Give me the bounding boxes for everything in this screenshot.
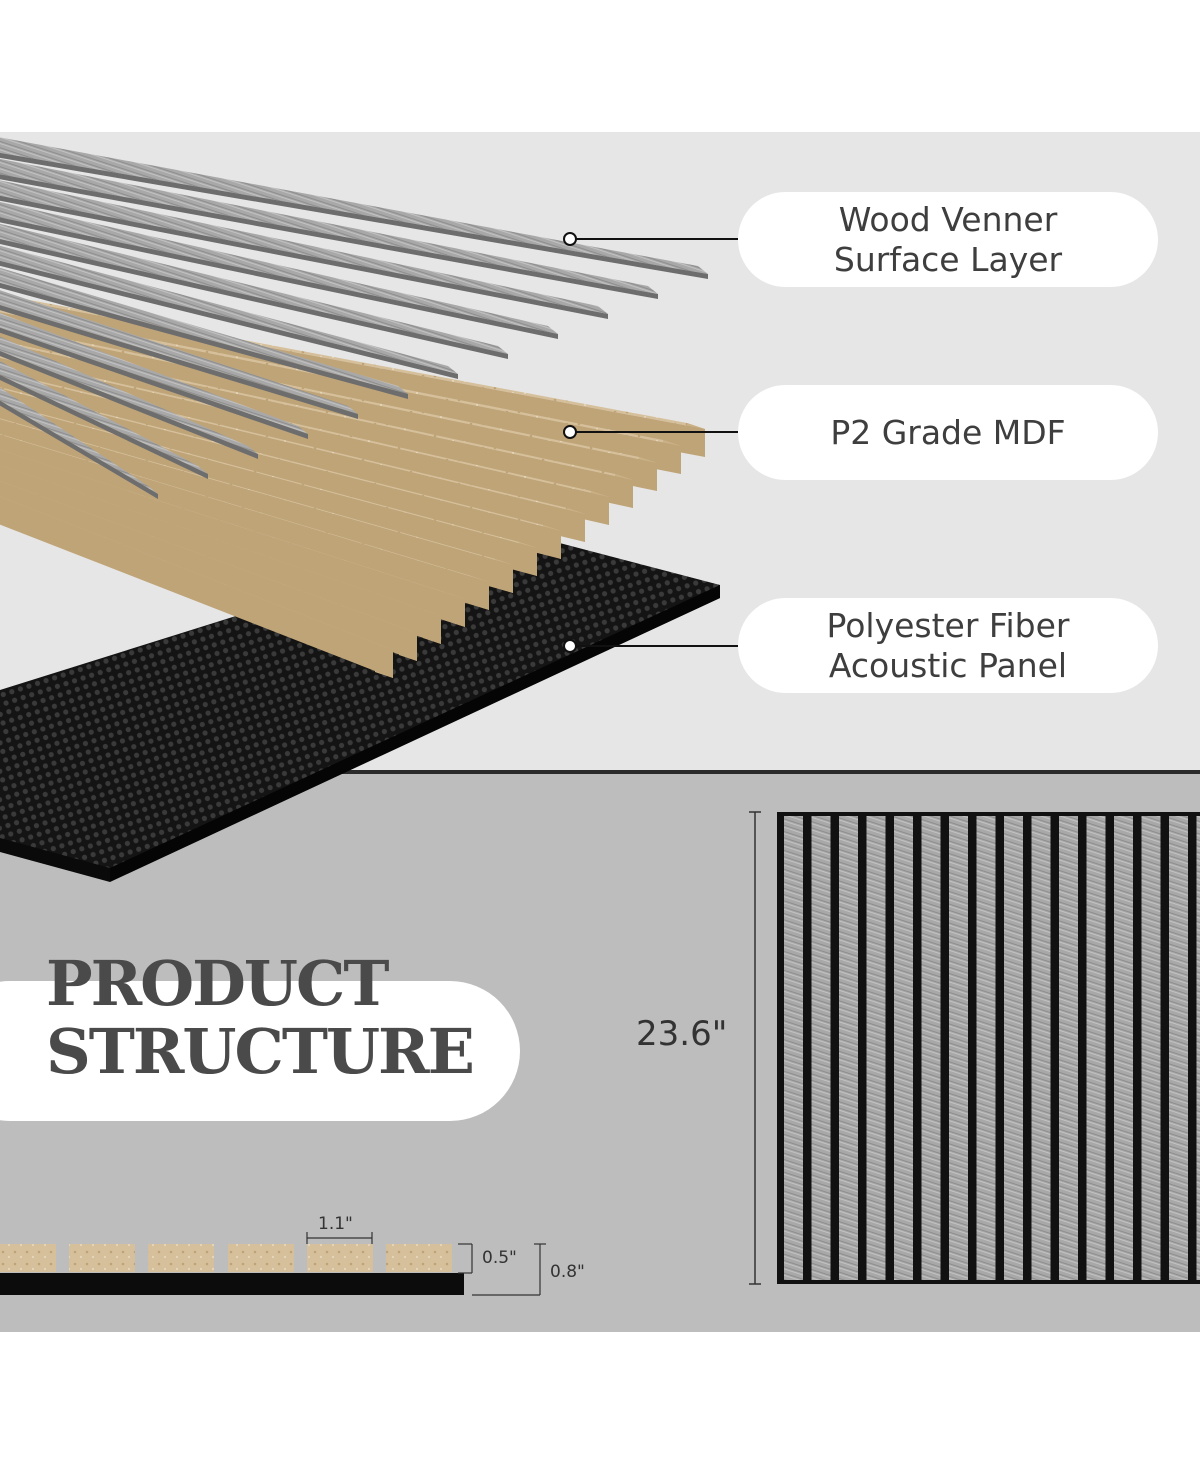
label-surface-layer: Wood Venner Surface Layer [738, 192, 1158, 287]
mdf-slat-side [0, 481, 417, 661]
veneer-slat-top [0, 290, 358, 414]
front-panel-slat [976, 816, 996, 1280]
mdf-slats-layer [0, 294, 705, 678]
front-panel-slat [1059, 816, 1078, 1280]
veneer-surface-layer [0, 137, 708, 499]
veneer-slat-edge [0, 260, 458, 379]
veneer-slat-edge [0, 282, 408, 399]
front-panel-slat [811, 816, 831, 1280]
veneer-slat-edge [0, 174, 658, 299]
page-title: PRODUCT STRUCTURE [46, 947, 475, 1088]
label-acoustic-line1: Polyester Fiber [826, 605, 1070, 645]
front-panel-slat [1196, 816, 1200, 1280]
total-thickness-label: 0.8" [550, 1262, 585, 1282]
label-surface-line2: Surface Layer [833, 239, 1063, 279]
leader-dot-surface [563, 232, 577, 246]
mdf-slat-side [0, 434, 489, 610]
veneer-slat-top [0, 336, 258, 454]
veneer-slat-edge [0, 217, 558, 339]
front-panel-slat [894, 816, 913, 1280]
cross-section-felt [0, 1273, 464, 1295]
acoustic-felt-panel [0, 530, 720, 882]
cross-section-slat [0, 1244, 56, 1272]
front-panel-slat [839, 816, 858, 1280]
title-line1: PRODUCT [46, 947, 389, 1020]
leader-lines [570, 238, 738, 647]
mdf-slat-top [0, 449, 465, 599]
front-panel-slats [784, 816, 1200, 1280]
mdf-slat-side [0, 450, 465, 627]
label-mdf-line1: P2 Grade MDF [830, 412, 1066, 452]
section-divider [0, 770, 1200, 774]
veneer-slat-top [0, 223, 508, 354]
cross-section-slat [148, 1244, 214, 1272]
front-panel-slat [1169, 816, 1188, 1280]
veneer-slat-edge [0, 350, 258, 459]
veneer-slat-top [0, 245, 458, 374]
title-background-pill [0, 981, 520, 1121]
front-panel-slat [784, 816, 803, 1280]
label-mdf-layer: P2 Grade MDF [738, 385, 1158, 480]
cross-section-slats [0, 1244, 452, 1272]
cross-section-view [0, 1232, 546, 1296]
front-panel-slat [949, 816, 968, 1280]
veneer-slat-edge [0, 239, 508, 359]
front-panel-slat [1141, 816, 1161, 1280]
label-acoustic-line2: Acoustic Panel [828, 645, 1068, 685]
mdf-slat-top [0, 356, 609, 497]
cross-section-slat [228, 1244, 294, 1272]
front-panel-slat [1031, 816, 1051, 1280]
cross-section-slat [69, 1244, 135, 1272]
veneer-slat-top [0, 137, 708, 274]
title-line2: STRUCTURE [46, 1015, 475, 1088]
cross-section-slat [386, 1244, 452, 1272]
veneer-slat-top [0, 267, 408, 394]
mdf-slat-side [0, 465, 441, 644]
veneer-slat-edge [0, 400, 158, 499]
veneer-slat-top [0, 180, 608, 314]
veneer-slat-edge [0, 195, 608, 319]
mdf-slat-side [0, 496, 393, 678]
front-panel-slat [921, 816, 941, 1280]
cross-section-slat [307, 1244, 373, 1272]
veneer-slat-top [0, 387, 158, 494]
veneer-slat-edge [0, 305, 358, 419]
leader-dot-acoustic [563, 639, 577, 653]
mdf-slat-top [0, 387, 561, 531]
leader-dot-mdf [563, 425, 577, 439]
mdf-slat-top [0, 418, 513, 565]
veneer-slat-edge [0, 152, 708, 279]
slat-thickness-label: 0.5" [482, 1248, 517, 1268]
slat-width-label: 1.1" [318, 1214, 353, 1234]
front-panel-view [749, 811, 1200, 1285]
veneer-slat-top [0, 361, 208, 474]
front-panel-slat [1086, 816, 1106, 1280]
mdf-slat-side [0, 419, 513, 593]
label-acoustic-layer: Polyester Fiber Acoustic Panel [738, 598, 1158, 693]
veneer-slat-edge [0, 375, 208, 479]
front-panel-slat [866, 816, 886, 1280]
veneer-slat-edge [0, 327, 308, 439]
front-panel-slat [1114, 816, 1133, 1280]
label-surface-line1: Wood Venner [838, 199, 1058, 239]
veneer-slat-top [0, 313, 308, 434]
veneer-slat-top [0, 202, 558, 334]
height-dimension-label: 23.6" [636, 1014, 728, 1054]
veneer-slat-top [0, 158, 658, 294]
front-panel-slat [1004, 816, 1023, 1280]
